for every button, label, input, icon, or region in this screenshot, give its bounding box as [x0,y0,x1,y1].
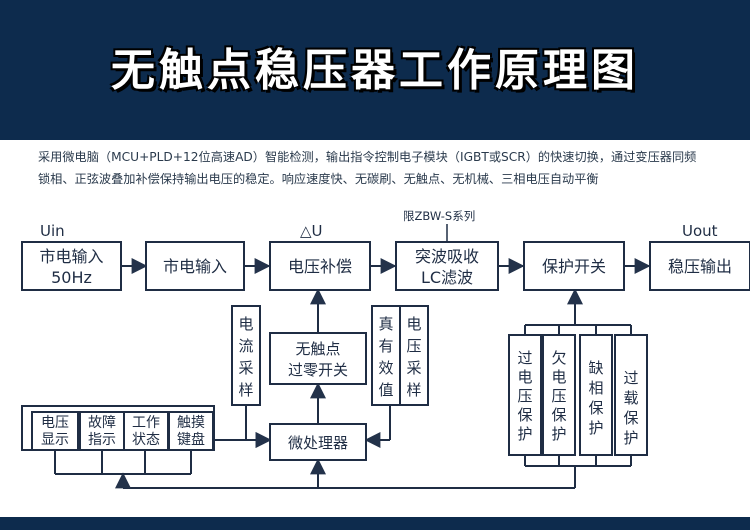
panel-voltage-display-1: 电压 [41,415,69,431]
v-overload-1: 载 [623,389,638,407]
v-overvoltage-0: 过 [517,349,532,367]
v-undervoltage-2: 压 [551,387,566,405]
v-current-sampling-3: 样 [238,381,253,399]
v-voltage-sampling-0: 电 [406,315,421,333]
block-phase-loss-protect [579,334,613,456]
block-regulated-output [649,241,750,291]
text-zero-switch-1: 无触点 [295,340,340,358]
text-regulated-output: 稳压输出 [668,257,732,276]
panel-touch-keypad [168,411,214,451]
working-principle-diagram: Uin △U Uout 限ZBW-S系列 市电输入 50Hz 市电输入 电压补偿… [21,209,750,489]
label-delta-u: △U [300,222,323,240]
label-series: 限ZBW-S系列 [403,209,475,223]
v-overvoltage-4: 护 [517,425,532,443]
block-mains-input-50hz [21,241,122,291]
v-current-sampling-1: 流 [238,337,253,355]
text-mains-input-50hz-1: 市电输入 [39,247,103,266]
block-voltage-compensation [269,241,371,291]
panel-working-status-1: 工作 [132,415,160,431]
v-rms-value-2: 效 [378,359,393,377]
v-overvoltage-3: 保 [517,406,532,424]
text-surge-absorb-2: LC滤波 [421,268,473,287]
block-rms-value [371,305,401,406]
v-rms-value-0: 真 [378,315,393,333]
text-voltage-compensation: 电压补偿 [288,257,352,276]
v-overload-2: 保 [623,409,638,427]
v-overload-3: 护 [623,429,638,447]
text-microprocessor: 微处理器 [288,434,348,452]
panel-fault-indicator-2: 指示 [88,432,116,448]
description-line-1: 采用微电脑（MCU+PLD+12位高速AD）智能检测，输出指令控制电子模块（IG… [38,150,697,164]
v-rms-value-1: 有 [378,337,393,355]
v-overvoltage-2: 压 [517,387,532,405]
text-mains-input-50hz-2: 50Hz [51,268,92,287]
block-surge-absorb [395,241,499,291]
label-uout: Uout [682,222,718,240]
panel-working-status-2: 状态 [132,432,160,448]
v-undervoltage-4: 护 [551,425,566,443]
v-undervoltage-0: 欠 [551,349,566,367]
footer-bar [0,517,750,530]
header-banner: 无触点稳压器工作原理图 [0,0,750,140]
panel-voltage-display-2: 显示 [41,432,69,448]
label-uin: Uin [40,222,65,240]
panel-voltage-display [31,411,79,451]
text-surge-absorb-1: 突波吸收 [415,247,479,266]
panel-touch-keypad-1: 触摸 [177,415,205,431]
v-phase-loss-3: 护 [588,419,603,437]
block-overvoltage-protect [508,334,542,456]
block-voltage-sampling [399,305,429,406]
v-overvoltage-1: 电 [517,368,532,386]
block-microprocessor [269,423,367,461]
text-protection-switch: 保护开关 [542,257,606,276]
v-undervoltage-3: 保 [551,406,566,424]
v-voltage-sampling-1: 压 [406,337,421,355]
v-phase-loss-0: 缺 [588,359,603,377]
panel-touch-keypad-2: 键盘 [177,431,205,448]
v-current-sampling-0: 电 [238,315,253,333]
text-mains-input: 市电输入 [163,257,227,276]
description: 采用微电脑（MCU+PLD+12位高速AD）智能检测，输出指令控制电子模块（IG… [38,146,728,190]
panel-fault-indicator [79,411,125,451]
page-title: 无触点稳压器工作原理图 [111,45,639,96]
panel-fault-indicator-1: 故障 [88,415,116,431]
panel-working-status [123,411,169,451]
v-rms-value-3: 值 [378,381,393,399]
block-overload-protect [614,334,648,456]
block-contactless-zero-switch [269,332,367,385]
v-current-sampling-2: 采 [238,359,253,377]
block-protection-switch [523,241,625,291]
block-mains-input [145,241,245,291]
v-undervoltage-1: 电 [551,368,566,386]
block-undervoltage-protect [542,334,576,456]
v-voltage-sampling-2: 采 [406,359,421,377]
block-current-sampling [231,305,261,406]
v-phase-loss-2: 保 [588,399,603,417]
text-zero-switch-2: 过零开关 [288,361,348,379]
v-voltage-sampling-3: 样 [406,381,421,399]
v-overload-0: 过 [623,369,638,387]
v-phase-loss-1: 相 [588,379,603,397]
description-line-2: 锁相、正弦波叠加补偿保持输出电压的稳定。响应速度快、无碳刷、无触点、无机械、三相… [38,172,599,186]
